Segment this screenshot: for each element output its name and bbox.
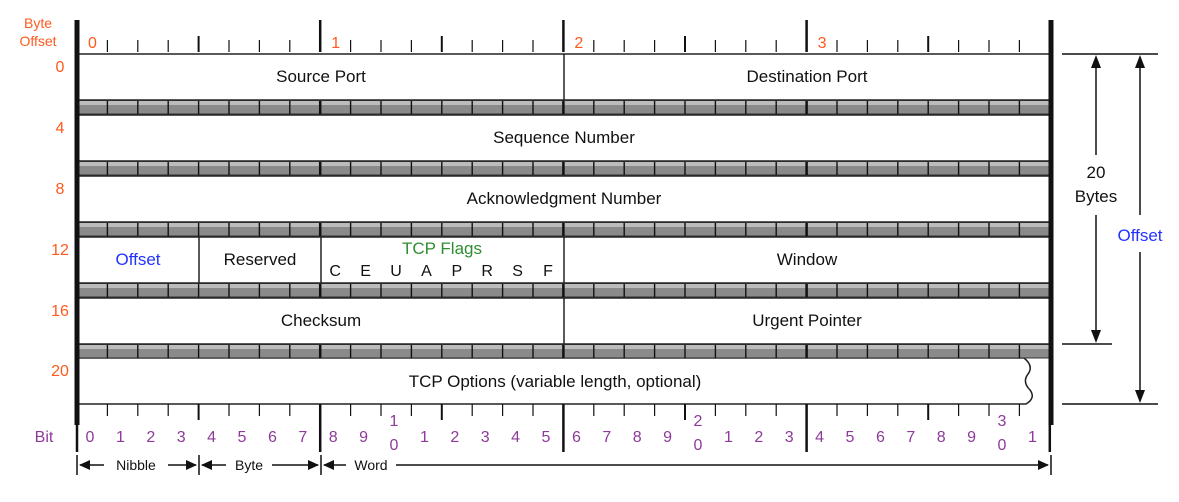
- offset-field-label: Offset: [115, 250, 160, 269]
- bit-number-22: 2: [754, 429, 763, 446]
- bit-number-20-second-digit: 0: [694, 437, 703, 454]
- bit-number-7: 7: [298, 429, 307, 446]
- bit-number-15: 5: [542, 429, 551, 446]
- bit-number-17: 7: [602, 429, 611, 446]
- tcp-options-box: [77, 357, 1033, 405]
- bit-number-14: 4: [511, 429, 520, 446]
- byte-number-2: 2: [574, 35, 583, 52]
- row-offset-12: 12: [51, 242, 69, 259]
- tcp-flag-R: R: [481, 263, 493, 280]
- byte-offset-label-line2: Offset: [19, 33, 56, 49]
- bit-number-21: 1: [724, 429, 733, 446]
- reserved-field-label: Reserved: [224, 250, 297, 269]
- word-label: Word: [354, 457, 387, 473]
- bit-number-3: 3: [177, 429, 186, 446]
- separator-bar: [75, 161, 1052, 176]
- byte-number-0: 0: [88, 35, 97, 52]
- bit-number-4: 4: [207, 429, 216, 446]
- bit-number-23: 3: [785, 429, 794, 446]
- tcp-flag-S: S: [512, 263, 523, 280]
- bit-number-5: 5: [238, 429, 247, 446]
- separator-bar: [75, 222, 1052, 237]
- separator-bar: [75, 100, 1052, 115]
- tcp-flags-title: TCP Flags: [402, 239, 482, 258]
- nibble-label: Nibble: [116, 457, 156, 473]
- window-label: Window: [777, 250, 838, 269]
- bit-number-8: 8: [329, 429, 338, 446]
- tcp-flag-U: U: [390, 263, 402, 280]
- source-port-label: Source Port: [276, 67, 366, 86]
- byte-number-labels: 0 1 2 3: [88, 35, 827, 52]
- row-offset-8: 8: [56, 181, 65, 198]
- bit-number-28: 8: [937, 429, 946, 446]
- bit-number-1: 1: [116, 429, 125, 446]
- bit-number-30: 3: [998, 413, 1007, 430]
- bit-number-19: 9: [663, 429, 672, 446]
- tcp-flag-P: P: [451, 263, 462, 280]
- byte-number-3: 3: [818, 35, 827, 52]
- bit-number-18: 8: [633, 429, 642, 446]
- bit-number-11: 1: [420, 429, 429, 446]
- bit-number-26: 6: [876, 429, 885, 446]
- bit-number-16: 6: [572, 429, 581, 446]
- bit-number-27: 7: [906, 429, 915, 446]
- destination-port-label: Destination Port: [747, 67, 868, 86]
- offset-annotation: [1062, 53, 1158, 405]
- bit-number-9: 9: [359, 429, 368, 446]
- row-offset-16: 16: [51, 303, 69, 320]
- bit-number-29: 9: [967, 429, 976, 446]
- offset-annotation-label: Offset: [1117, 226, 1162, 245]
- header-rows: Source Port Destination Port Sequence Nu…: [77, 53, 1051, 405]
- bit-number-24: 4: [815, 429, 824, 446]
- bit-number-12: 2: [450, 429, 459, 446]
- bit-number-30-second-digit: 0: [998, 437, 1007, 454]
- row-offset-0: 0: [56, 59, 65, 76]
- bit-number-0: 0: [86, 429, 95, 446]
- separator-bar: [75, 344, 1052, 359]
- twenty-bytes-line1: 20: [1087, 163, 1106, 182]
- urgent-pointer-label: Urgent Pointer: [752, 311, 862, 330]
- tcp-flag-F: F: [543, 263, 553, 280]
- bit-number-13: 3: [481, 429, 490, 446]
- top-bit-ruler: [75, 20, 1052, 52]
- unit-brackets: [76, 455, 1052, 475]
- twenty-bytes-annotation: [1062, 53, 1112, 345]
- byte-offset-label-line1: Byte: [24, 15, 52, 31]
- row-2-box: [77, 175, 1051, 223]
- bit-number-20: 2: [694, 413, 703, 430]
- tcp-flag-E: E: [360, 263, 371, 280]
- bit-number-10: 1: [390, 413, 399, 430]
- row-offset-labels: 0 4 8 12 16 20: [51, 59, 69, 380]
- acknowledgment-number-label: Acknowledgment Number: [467, 189, 662, 208]
- bit-number-6: 6: [268, 429, 277, 446]
- bit-number-31: 1: [1028, 429, 1037, 446]
- bottom-bit-ruler: [75, 404, 1052, 452]
- tcp-flag-C: C: [329, 263, 341, 280]
- bit-number-2: 2: [146, 429, 155, 446]
- byte-unit-label: Byte: [235, 457, 263, 473]
- bit-number-10-second-digit: 0: [390, 437, 399, 454]
- separator-bar: [75, 283, 1052, 298]
- sequence-number-label: Sequence Number: [493, 128, 635, 147]
- tcp-flag-A: A: [421, 263, 432, 280]
- row-offset-20: 20: [51, 363, 69, 380]
- row-offset-4: 4: [56, 120, 65, 137]
- tcp-options-label: TCP Options (variable length, optional): [409, 372, 702, 391]
- checksum-label: Checksum: [281, 311, 361, 330]
- byte-number-1: 1: [331, 35, 340, 52]
- bit-axis-label: Bit: [35, 429, 54, 446]
- row-1-box: [77, 114, 1051, 162]
- twenty-bytes-line2: Bytes: [1075, 187, 1118, 206]
- bit-number-25: 5: [846, 429, 855, 446]
